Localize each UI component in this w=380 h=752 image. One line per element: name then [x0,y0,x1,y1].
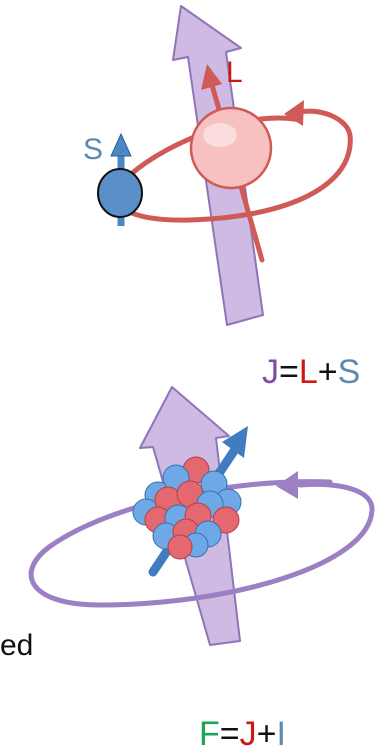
eq-f-term-i: I [277,715,286,752]
clipped-text: ed [0,629,33,662]
eq-f-term-j: J [240,715,257,752]
nucleus-sphere [189,106,273,190]
s-vector-head [110,132,132,157]
eq-j-equals: = [279,353,299,391]
l-vector-head [201,64,222,90]
spin-label: S [83,133,103,166]
nucleus-highlight [203,123,237,147]
nuclear-orbit-arrowhead-icon [276,471,298,499]
nuclear-coupling-group [28,386,375,646]
eq-j-plus: + [318,353,338,391]
eq-f-plus: + [257,715,277,752]
eq-j-lhs: J [262,353,279,391]
orbit-arrowhead-icon [284,100,304,126]
eq-f-lhs: F [199,715,220,752]
electron-sphere [97,168,143,218]
electron-coupling-group: S L [83,5,353,326]
equation-f: F=J+I [199,715,286,752]
eq-j-term-s: S [338,353,361,391]
eq-f-equals: = [220,715,240,752]
i-vector-head [222,426,248,458]
nuclear-orbit-front [28,481,375,608]
nucleus-cluster [132,456,242,560]
equation-j: J=L+S [262,353,360,391]
eq-j-term-l: L [299,353,318,391]
orbital-label: L [226,56,243,89]
